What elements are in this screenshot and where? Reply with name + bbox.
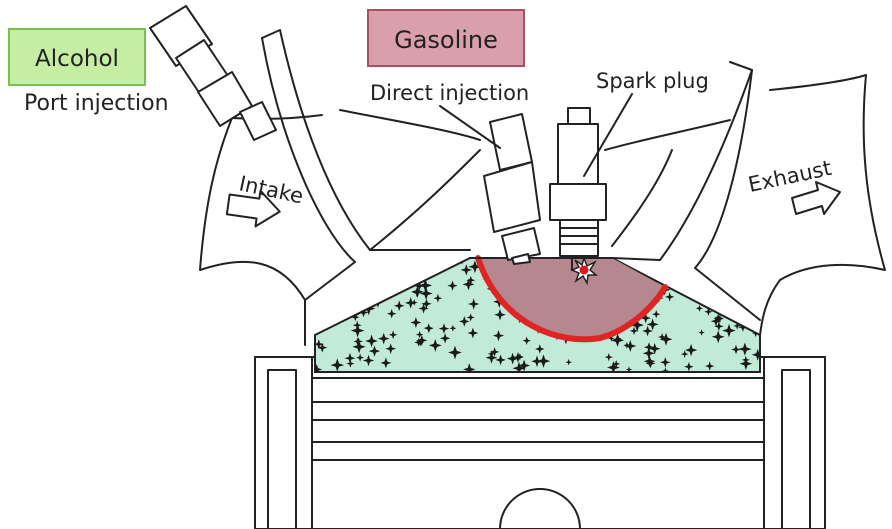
fuel-droplet (710, 265, 721, 275)
alcohol-label-box (8, 28, 146, 86)
fuel-droplet (719, 264, 729, 274)
fuel-droplet (383, 258, 396, 265)
fuel-droplet (335, 282, 346, 293)
fuel-droplet (371, 286, 384, 298)
fuel-droplet (333, 295, 343, 306)
fuel-droplet (418, 259, 429, 269)
piston-assembly (254, 356, 826, 529)
fuel-droplet (318, 274, 328, 284)
fuel-droplet (723, 258, 736, 269)
fuel-droplet (323, 314, 333, 324)
fuel-droplet (372, 273, 380, 281)
fuel-droplet (756, 258, 760, 263)
direct-injection-leader (439, 105, 501, 149)
port-injection-label: Port injection (24, 91, 169, 116)
fuel-droplet (347, 271, 358, 282)
fuel-droplet (315, 275, 322, 287)
gasoline-label: Gasoline (394, 26, 498, 54)
fuel-droplet (646, 258, 656, 266)
fuel-droplet (744, 274, 753, 283)
spark-icon (570, 255, 599, 286)
fuel-droplet (321, 290, 331, 300)
fuel-droplet (315, 293, 324, 305)
fuel-droplet (716, 265, 729, 278)
fuel-droplet (389, 262, 398, 270)
direct-injector (483, 113, 541, 265)
intake-arrow (225, 189, 281, 228)
fuel-droplet (733, 258, 743, 263)
fuel-droplet (351, 294, 359, 302)
fuel-droplet (667, 269, 675, 278)
fuel-droplet (366, 267, 374, 276)
fuel-droplet (700, 278, 708, 287)
fuel-droplet (735, 290, 745, 300)
fuel-droplet (706, 293, 715, 302)
exhaust-arrow (791, 181, 841, 215)
fuel-droplet (315, 308, 321, 319)
alcohol-label: Alcohol (35, 46, 119, 72)
fuel-droplet (374, 270, 384, 280)
combustion-chamber (314, 255, 761, 373)
fuel-droplet (647, 264, 656, 274)
fuel-droplet (315, 300, 324, 311)
fuel-droplet (361, 291, 369, 300)
fuel-droplet (738, 313, 746, 321)
fuel-droplet (741, 261, 754, 274)
cylinder-head (199, 29, 886, 346)
fuel-droplet (349, 287, 360, 298)
fuel-droplet (363, 281, 373, 292)
flame-front (475, 255, 668, 343)
gasoline-label-box (367, 9, 525, 67)
spark-plug-leader (583, 93, 633, 177)
direct-injection-label: Direct injection (370, 81, 529, 105)
fuel-droplet (681, 273, 689, 281)
spark-plug-label: Spark plug (596, 69, 709, 93)
fuel-droplet (315, 324, 321, 333)
fuel-droplet (679, 273, 690, 283)
fuel-droplet (384, 284, 395, 295)
fuel-droplet (349, 278, 358, 286)
fuel-droplet (367, 290, 378, 301)
fuel-droplet (419, 267, 429, 277)
fuel-droplet (341, 302, 350, 310)
fuel-droplet (436, 258, 447, 263)
fuel-droplet (363, 288, 374, 299)
port-injector (149, 5, 277, 141)
fuel-droplet (749, 284, 757, 292)
spark-plug (549, 107, 607, 286)
fuel-droplet (647, 260, 657, 271)
fuel-droplet (720, 273, 729, 282)
fuel-droplet (368, 258, 381, 266)
